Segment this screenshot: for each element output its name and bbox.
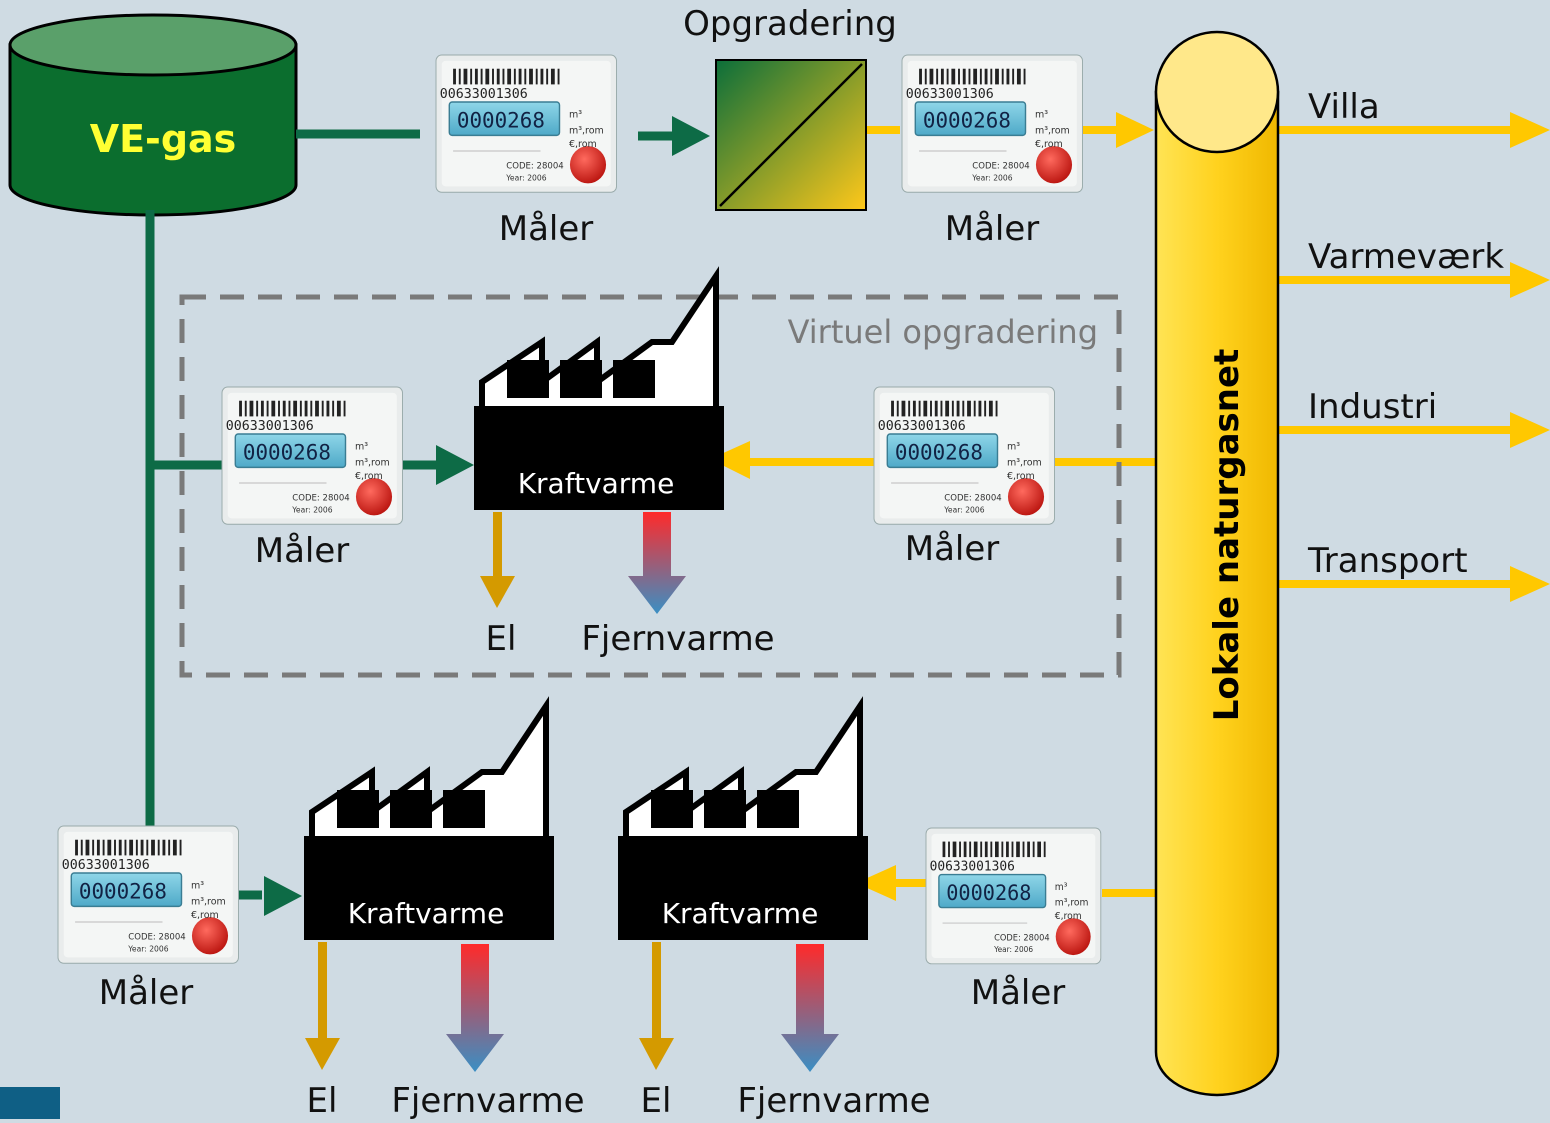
- meter-code: CODE: 28004: [972, 162, 1030, 172]
- plant-bottom-right: Kraftvarme: [618, 706, 868, 940]
- ve-gas-label: VE-gas: [90, 117, 237, 161]
- pipeline-label: Lokale naturgasnet: [1207, 349, 1247, 722]
- heat-label-3: Fjernvarme: [737, 1081, 930, 1119]
- upgrade-label: Opgradering: [683, 4, 897, 44]
- heat-arrows: [446, 512, 839, 1072]
- meter-serial: 00633001306: [878, 418, 966, 434]
- meter-year: Year: 2006: [505, 173, 546, 182]
- meter-serial: 00633001306: [62, 857, 150, 873]
- green-arrowheads: [264, 116, 710, 916]
- arrow-to-plant-virtual: [436, 445, 474, 485]
- el-label-1: El: [486, 619, 517, 659]
- arrow-to-plant-bottom: [264, 876, 302, 916]
- meter-display: 0000268: [79, 879, 167, 904]
- meter-code: CODE: 28004: [944, 494, 1002, 504]
- plant-virtual: Kraftvarme: [474, 276, 724, 510]
- gas-arrowheads: [710, 112, 1550, 901]
- meter-unit: €,rom: [1055, 911, 1082, 922]
- consumer-varmevaerk: Varmeværk: [1308, 237, 1504, 277]
- consumer-transport: Transport: [1307, 541, 1468, 581]
- el-arrows: [305, 512, 674, 1070]
- meter-5: 00633001306 0000268 m³ m³,rom €,rom CODE…: [57, 825, 240, 964]
- meter-1: 00633001306 0000268 m³ m³,rom €,rom CODE…: [435, 54, 618, 193]
- consumer-villa: Villa: [1308, 87, 1380, 127]
- meter-year: Year: 2006: [127, 944, 168, 953]
- meter-2: 00633001306 0000268 m³ m³,rom €,rom CODE…: [901, 54, 1084, 193]
- corner-mark: [0, 1087, 60, 1119]
- heat-label-1: Fjernvarme: [581, 619, 774, 659]
- plant-label: Kraftvarme: [662, 897, 819, 930]
- meter-label-4: Måler: [905, 529, 1000, 569]
- meter-display: 0000268: [895, 440, 983, 465]
- meter-unit: m³,rom: [355, 457, 390, 468]
- output-labels: El Fjernvarme El Fjernvarme El Fjernvarm…: [307, 619, 931, 1121]
- meter-labels: Måler Måler Måler Måler Måler Måler: [99, 209, 1066, 1013]
- plant-label: Kraftvarme: [518, 467, 675, 500]
- meter-unit: €,rom: [191, 910, 219, 921]
- meter-year: Year: 2006: [993, 945, 1033, 954]
- meter-label-6: Måler: [971, 973, 1066, 1013]
- meter-unit: m³: [1055, 882, 1068, 893]
- meter-label-3: Måler: [255, 531, 350, 571]
- meter-serial: 00633001306: [930, 859, 1015, 874]
- meter-year: Year: 2006: [971, 173, 1012, 182]
- meter-display: 0000268: [243, 440, 331, 465]
- meter-3: 00633001306 0000268 m³ m³,rom €,rom CODE…: [221, 386, 404, 525]
- el-label-2: El: [307, 1081, 338, 1119]
- meter-unit: €,rom: [1007, 471, 1035, 482]
- heat-label-2: Fjernvarme: [391, 1081, 584, 1119]
- meter-year: Year: 2006: [943, 505, 984, 514]
- local-gas-pipeline: Lokale naturgasnet: [1154, 30, 1280, 1097]
- meter-6: 00633001306 0000268 m³ m³,rom €,rom CODE…: [925, 827, 1102, 965]
- meter-display: 0000268: [457, 108, 545, 133]
- meter-unit: m³,rom: [1007, 457, 1042, 468]
- meter-display: 0000268: [946, 880, 1031, 905]
- meter-unit: €,rom: [355, 471, 383, 482]
- meter-label-1: Måler: [499, 209, 594, 249]
- consumers: Villa Varmeværk Industri Transport: [1307, 87, 1504, 581]
- virtual-upgrade-box: Virtuel opgradering: [179, 294, 1122, 678]
- ve-gas-tank: VE-gas: [8, 13, 298, 217]
- meter-unit: m³: [191, 881, 204, 892]
- meter-code: CODE: 28004: [128, 933, 186, 943]
- meter-unit: m³: [1007, 442, 1020, 453]
- arrow-to-upgrade: [672, 116, 710, 156]
- meter-label-2: Måler: [945, 209, 1040, 249]
- consumer-industri: Industri: [1308, 387, 1437, 427]
- el-label-3: El: [641, 1081, 672, 1119]
- upgrade-unit: Opgradering: [683, 4, 897, 211]
- meter-unit: €,rom: [1035, 139, 1063, 150]
- meter-unit: m³,rom: [569, 125, 604, 136]
- meter-display: 0000268: [923, 108, 1011, 133]
- meter-year: Year: 2006: [291, 505, 332, 514]
- meter-unit: m³,rom: [1035, 125, 1070, 136]
- plant-bottom-left: Kraftvarme: [304, 706, 554, 940]
- meter-unit: m³,rom: [191, 896, 226, 907]
- virtual-upgrade-label: Virtuel opgradering: [788, 313, 1098, 351]
- plant-label: Kraftvarme: [348, 897, 505, 930]
- meter-unit: m³: [569, 110, 582, 121]
- meter-serial: 00633001306: [440, 86, 528, 102]
- meter-serial: 00633001306: [226, 418, 314, 434]
- meter-code: CODE: 28004: [994, 933, 1050, 943]
- meter-unit: m³: [1035, 110, 1048, 121]
- meter-serial: 00633001306: [906, 86, 994, 102]
- meter-code: CODE: 28004: [292, 494, 350, 504]
- meter-unit: m³,rom: [1055, 897, 1089, 908]
- meter-unit: m³: [355, 442, 368, 453]
- meter-label-5: Måler: [99, 973, 194, 1013]
- meter-code: CODE: 28004: [506, 162, 564, 172]
- meter-unit: €,rom: [569, 139, 597, 150]
- meter-4: 00633001306 0000268 m³ m³,rom €,rom CODE…: [873, 386, 1056, 525]
